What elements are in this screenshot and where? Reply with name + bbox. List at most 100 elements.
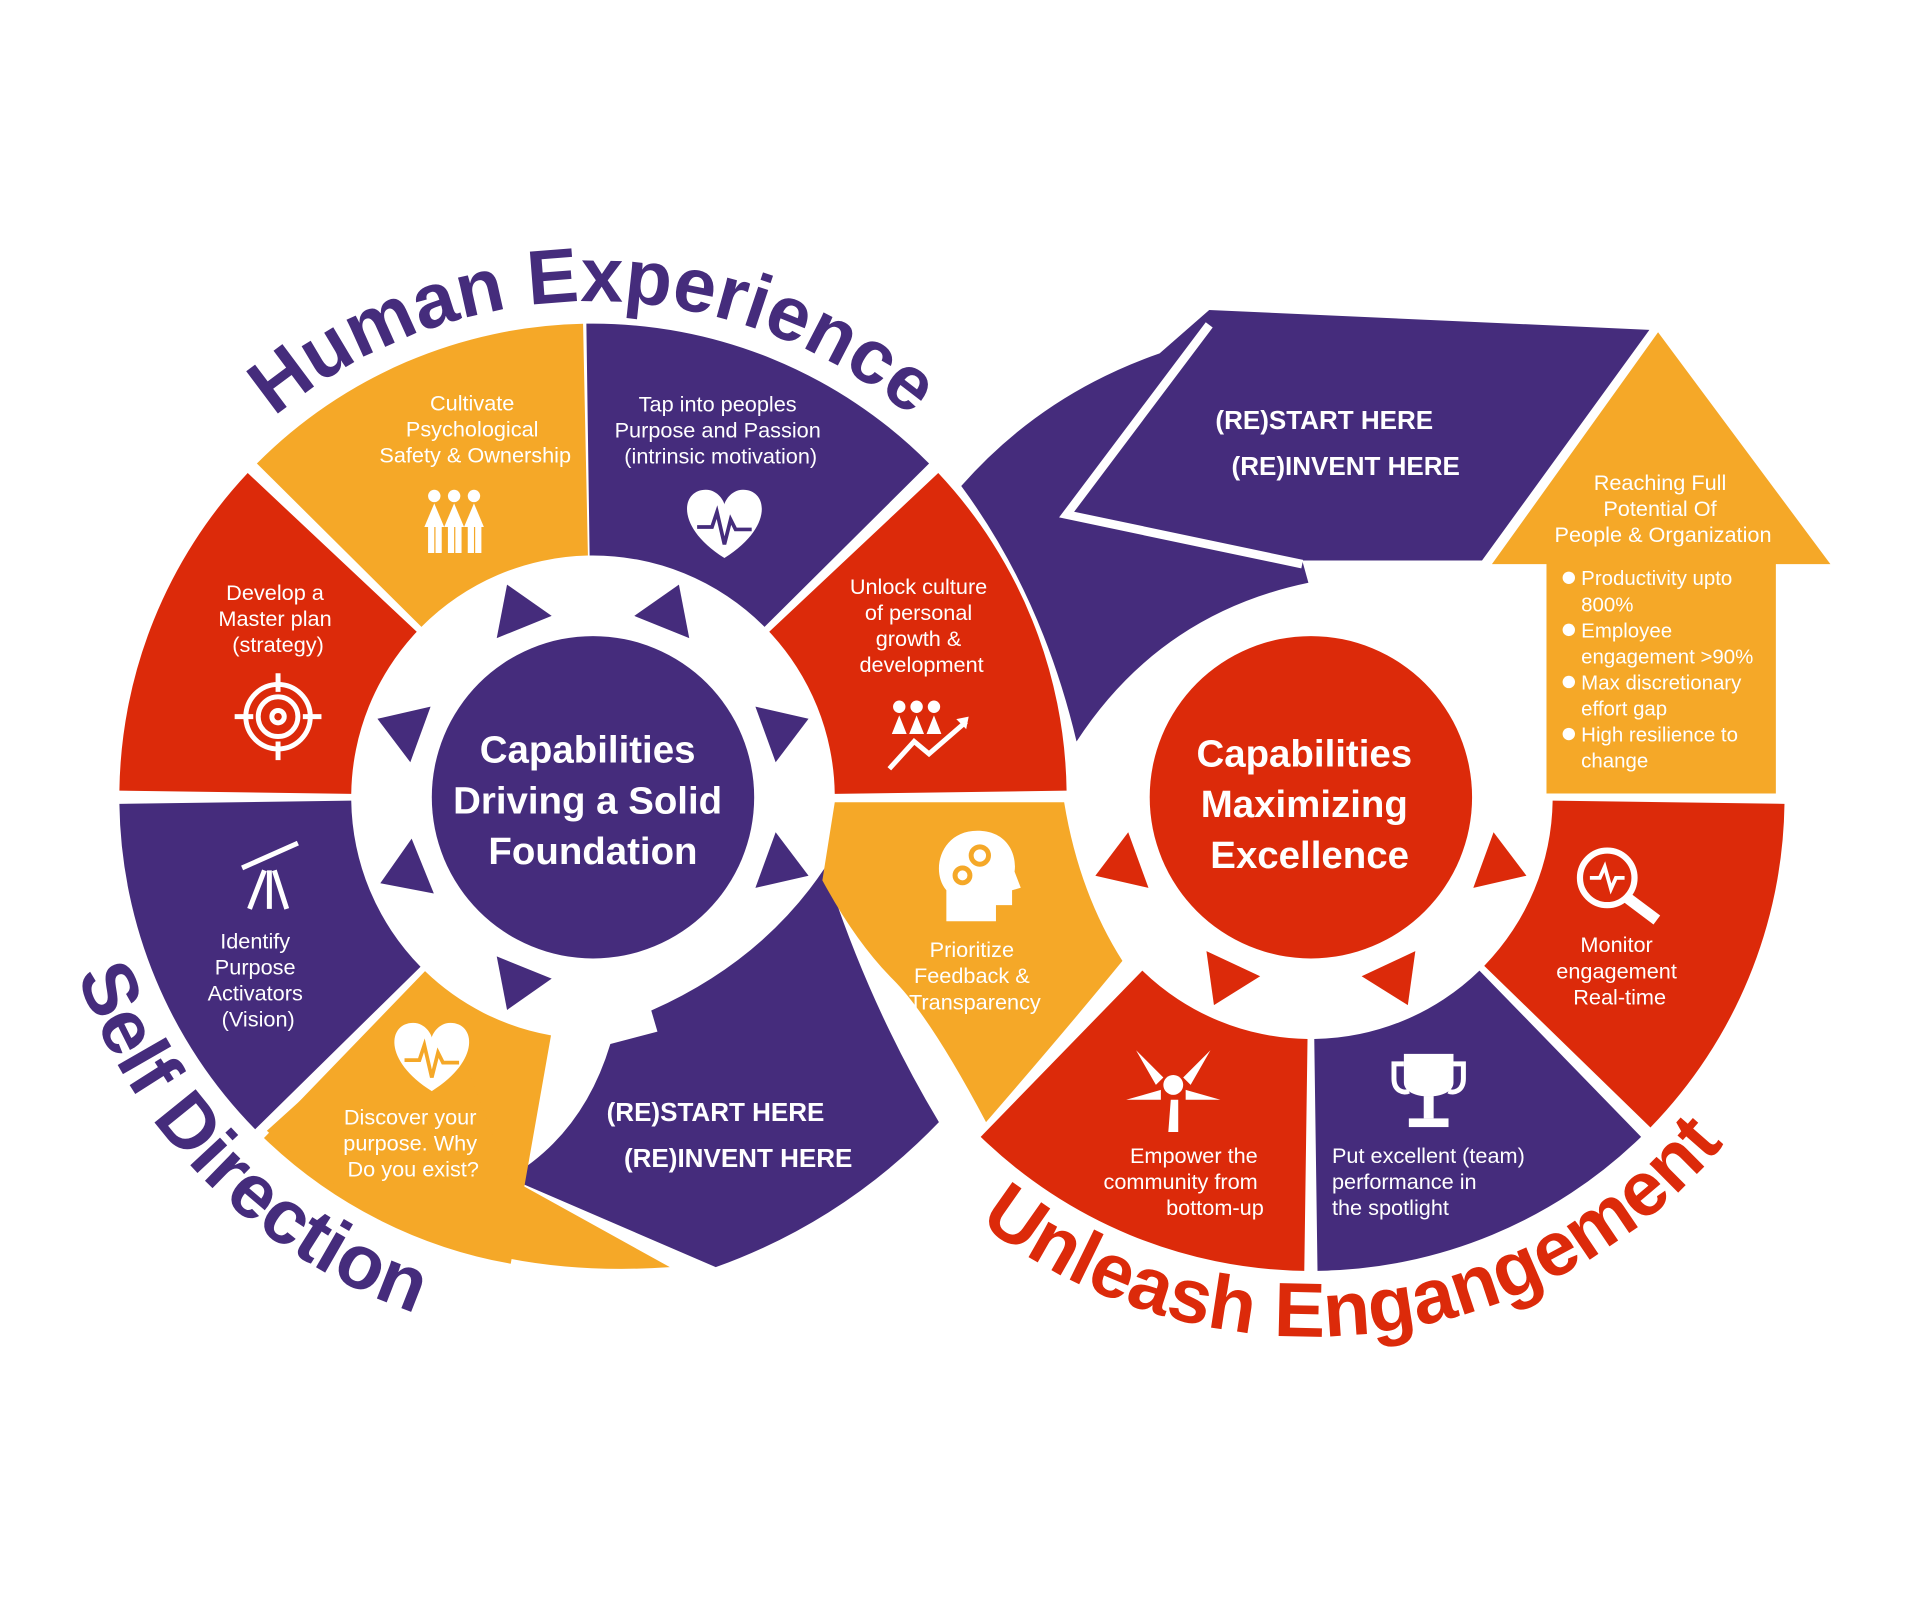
goal-title: Reaching Full Potential Of People & Orga…	[1555, 470, 1772, 547]
restart-arrow-bottom	[508, 867, 939, 1268]
trophy-icon	[1391, 1053, 1466, 1128]
text-line: engagement	[1556, 958, 1677, 983]
text-line: Potential Of	[1603, 496, 1717, 521]
text-line: Transparency	[909, 989, 1041, 1014]
text-line: Discover your	[344, 1105, 477, 1130]
text-line: (intrinsic motivation)	[624, 444, 817, 469]
bullet-item: High resilience to change	[1581, 723, 1743, 772]
text-line: development	[859, 652, 983, 677]
text-line: (RE)INVENT HERE	[1232, 451, 1460, 481]
label-unlock: Unlock culture of personal growth & deve…	[850, 574, 993, 677]
text-line: Productivity upto	[1581, 567, 1732, 590]
pointer-triangle	[1206, 951, 1261, 1006]
bullet-dot	[1562, 571, 1575, 584]
head-gears-icon	[938, 830, 1021, 922]
hands-icon	[1126, 1050, 1221, 1133]
label-prioritize: Prioritize Feedback & Transparency	[909, 937, 1041, 1014]
text-line: Psychological	[406, 416, 539, 441]
text-line: Identify	[220, 929, 290, 954]
text-line: the spotlight	[1332, 1195, 1449, 1220]
bullet-dot	[1562, 675, 1575, 689]
text-line: Put excellent (team)	[1332, 1143, 1525, 1168]
right-center-line: Maximizing	[1201, 783, 1408, 826]
text-line: growth &	[876, 626, 962, 651]
pointer-triangle	[634, 584, 690, 639]
pointer-triangle	[755, 706, 809, 763]
segment-empower	[980, 970, 1308, 1271]
text-line: community from	[1103, 1169, 1257, 1194]
target-icon	[234, 673, 322, 761]
text-line: Safety & Ownership	[379, 442, 571, 467]
label-empower: Empower the community from bottom-up	[1103, 1143, 1263, 1220]
pointer-triangle	[1473, 832, 1527, 888]
left-center-line: Capabilities	[480, 729, 696, 772]
label-discover: Discover your purpose. Why Do you exist?	[343, 1105, 483, 1182]
text-line: (Vision)	[222, 1007, 295, 1032]
team-growth-icon	[887, 700, 969, 771]
text-line: (RE)START HERE	[1215, 405, 1433, 435]
telescope-icon	[241, 840, 299, 910]
segment-tap-into	[586, 323, 930, 627]
bullet-dot	[1562, 727, 1575, 741]
magnifier-pulse-icon	[1576, 847, 1661, 925]
pointer-triangle	[496, 956, 552, 1010]
restart-top-label: (RE)START HERE (RE)INVENT HERE	[1215, 405, 1459, 481]
text-line: Cultivate	[430, 390, 514, 415]
label-tap-into: Tap into peoples Purpose and Passion (in…	[615, 392, 827, 469]
text-line: effort gap	[1581, 697, 1667, 720]
text-line: purpose. Why	[343, 1131, 477, 1156]
bullet-item: Max discretionary effort gap	[1581, 671, 1747, 720]
bullet-item: Productivity upto 800%	[1581, 567, 1738, 616]
text-line: Tap into peoples	[639, 392, 797, 417]
pointers-group	[377, 584, 1527, 1010]
pointer-triangle	[1361, 951, 1416, 1006]
segment-discover-tail	[266, 979, 670, 1269]
segment-identify	[119, 800, 421, 1130]
right-center-line: Capabilities	[1196, 732, 1412, 775]
text-line: Prioritize	[930, 937, 1014, 962]
label-monitor: Monitor engagement Real-time	[1556, 932, 1683, 1009]
segment-monitor	[1484, 800, 1785, 1128]
segment-spotlight	[1314, 970, 1642, 1271]
text-line: Empower the	[1130, 1143, 1258, 1168]
people-icon	[424, 489, 484, 553]
segment-cultivate	[256, 323, 588, 627]
text-line: (RE)START HERE	[607, 1097, 825, 1127]
goal-bullets: Productivity upto 800% Employee engageme…	[1562, 567, 1753, 773]
left-center-label: Capabilities Driving a Solid Foundation	[453, 729, 733, 874]
text-line: Purpose	[215, 955, 296, 980]
text-line: (strategy)	[232, 632, 324, 657]
pointer-triangle	[755, 832, 809, 888]
text-line: 800%	[1581, 593, 1633, 616]
text-line: Activators	[208, 981, 303, 1006]
text-line: bottom-up	[1166, 1195, 1264, 1220]
right-center-label: Capabilities Maximizing Excellence	[1196, 732, 1422, 877]
label-identify: Identify Purpose Activators (Vision)	[208, 929, 309, 1032]
segment-unlock	[769, 473, 1067, 794]
text-line: Reaching Full	[1594, 470, 1727, 495]
label-spotlight: Put excellent (team) performance in the …	[1332, 1143, 1531, 1220]
segment-develop	[119, 473, 417, 794]
text-line: Real-time	[1573, 984, 1666, 1009]
pointer-triangle	[380, 838, 434, 894]
label-cultivate: Cultivate Psychological Safety & Ownersh…	[379, 390, 571, 467]
text-line: change	[1581, 750, 1648, 773]
bullet-item: Employee engagement >90%	[1581, 619, 1753, 668]
pointer-triangle	[496, 584, 552, 639]
text-line: Master plan	[218, 606, 331, 631]
left-center-circle	[431, 636, 755, 959]
text-line: performance in	[1332, 1169, 1477, 1194]
text-line: Develop a	[226, 580, 325, 605]
text-line: engagement >90%	[1581, 645, 1753, 668]
text-line: Feedback &	[914, 963, 1030, 988]
left-center-line: Foundation	[488, 830, 697, 873]
label-develop: Develop a Master plan (strategy)	[218, 580, 337, 657]
text-line: Monitor	[1580, 932, 1652, 957]
goal-up-arrow	[1491, 332, 1831, 794]
text-line: Unlock culture	[850, 574, 987, 599]
segments-group	[119, 323, 1785, 1271]
text-line: People & Organization	[1555, 522, 1772, 547]
restart-arrow-top-outline	[1059, 322, 1304, 569]
pointer-triangle	[377, 706, 431, 763]
